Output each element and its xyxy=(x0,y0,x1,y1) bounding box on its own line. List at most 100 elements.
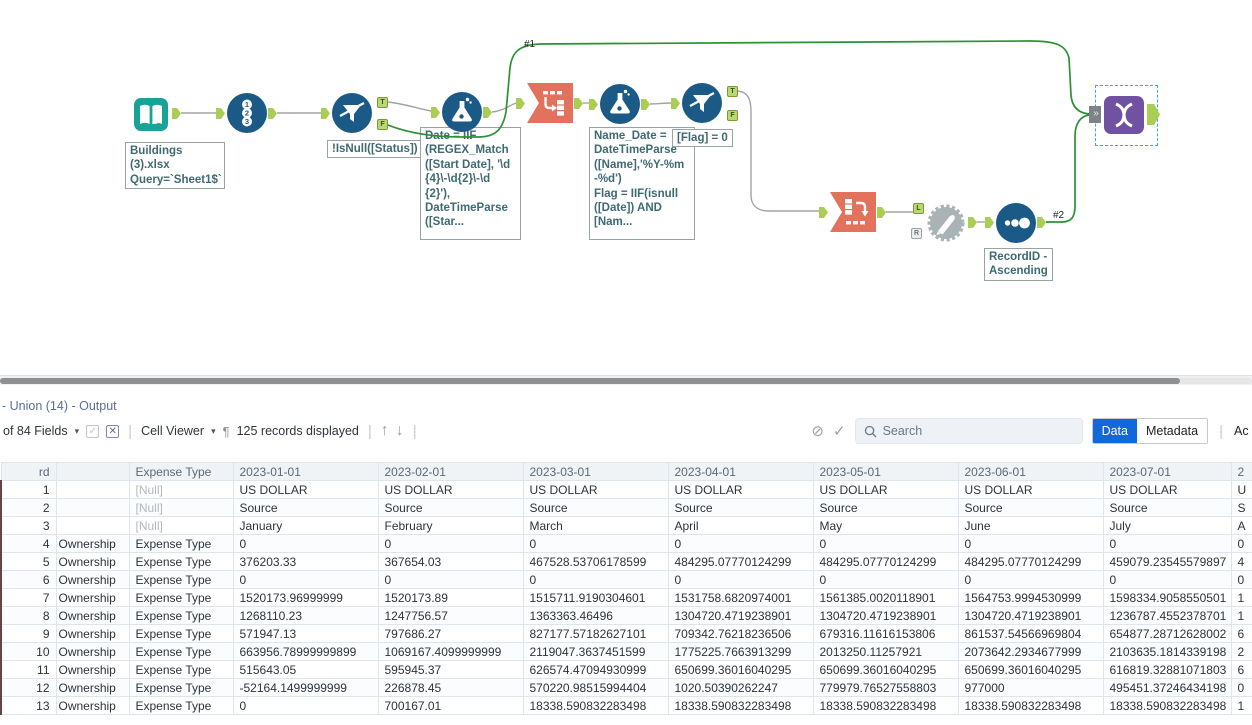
table-cell: Source xyxy=(667,498,814,517)
table-cell: 1 xyxy=(1230,588,1252,607)
tool-filter-flag[interactable] xyxy=(682,83,722,123)
true-output-anchor[interactable]: T xyxy=(727,86,738,97)
table-cell: Ownership xyxy=(55,606,130,625)
table-cell: 5 xyxy=(0,552,57,571)
table-cell: US DOLLAR xyxy=(667,480,814,499)
fields-dropdown-caret[interactable]: ▾ xyxy=(74,425,80,436)
output-anchor[interactable] xyxy=(172,108,181,119)
left-input-anchor[interactable]: L xyxy=(913,203,924,214)
annotation-formula1[interactable]: Date = IIF (REGEX_Match ([Start Date], '… xyxy=(420,127,521,240)
output-anchor[interactable] xyxy=(1037,217,1046,228)
column-header[interactable]: Expense Type xyxy=(128,462,234,481)
input-anchor[interactable] xyxy=(985,217,994,228)
table-cell: February xyxy=(377,516,524,535)
input-anchor[interactable] xyxy=(589,99,598,110)
tool-formula-date[interactable] xyxy=(442,92,482,132)
table-cell: 1304720.4719238901 xyxy=(667,606,814,625)
column-header[interactable]: rd xyxy=(0,462,57,481)
tool-sort[interactable] xyxy=(996,203,1036,243)
table-cell: US DOLLAR xyxy=(812,480,959,499)
column-header[interactable]: 2023-02-01 xyxy=(377,462,524,481)
column-header[interactable] xyxy=(55,462,130,481)
table-cell: Expense Type xyxy=(128,534,234,553)
output-anchor[interactable] xyxy=(268,108,277,119)
tool-formula-namedate[interactable] xyxy=(600,84,640,124)
table-cell: US DOLLAR xyxy=(232,480,379,499)
input-anchor[interactable] xyxy=(819,207,828,218)
tool-filter-status[interactable] xyxy=(332,93,372,133)
toolbar-separator: | xyxy=(128,422,133,440)
column-header[interactable]: 2023-05-01 xyxy=(812,462,959,481)
workflow-canvas[interactable]: Buildings (3).xlsx Query=`Sheet1$` !IsNu… xyxy=(0,0,1252,375)
annotation-sort[interactable]: RecordID - Ascending xyxy=(984,248,1053,281)
tool-recordid[interactable]: 1 2 3 xyxy=(227,93,267,133)
formula-icon xyxy=(452,97,472,122)
whitespace-toggle-icon[interactable]: ¶ xyxy=(222,423,230,439)
table-cell: 977000 xyxy=(957,678,1104,697)
table-cell: March xyxy=(522,516,669,535)
output-anchor[interactable] xyxy=(574,98,583,109)
wire-1-filter1F-union[interactable] xyxy=(387,40,1090,138)
union-multi-input-anchor[interactable]: » xyxy=(1089,106,1101,123)
column-header[interactable]: 2023-06-01 xyxy=(957,462,1104,481)
tool-macro[interactable] xyxy=(924,201,968,250)
column-header[interactable]: 2023-03-01 xyxy=(522,462,669,481)
column-header[interactable]: 2023-01-01 xyxy=(232,462,379,481)
table-cell: 595945.37 xyxy=(377,660,524,679)
column-header[interactable]: 2 xyxy=(1230,462,1252,481)
output-anchor[interactable] xyxy=(877,207,886,218)
output-anchor[interactable] xyxy=(968,217,977,228)
wire-filter1T-formula1[interactable] xyxy=(387,101,432,112)
connection-wires xyxy=(181,40,1090,223)
output-anchor[interactable] xyxy=(1147,104,1160,125)
up-arrow-icon[interactable]: ↑ xyxy=(380,422,389,439)
cell-viewer-caret[interactable]: ▾ xyxy=(211,425,216,436)
table-cell: Expense Type xyxy=(128,678,234,697)
wire-filter2T-crosstab[interactable] xyxy=(737,90,819,212)
annotation-filter2[interactable]: [Flag] = 0 xyxy=(672,129,733,148)
wire-formula1-transpose[interactable] xyxy=(491,102,517,113)
false-output-anchor[interactable]: F xyxy=(727,110,738,121)
input-anchor[interactable] xyxy=(671,98,680,109)
table-cell: 2073642.2934677999 xyxy=(957,642,1104,661)
right-input-anchor[interactable]: R xyxy=(911,228,922,239)
deselect-fields-icon[interactable]: ✕ xyxy=(106,424,120,438)
column-header[interactable]: 2023-04-01 xyxy=(667,462,814,481)
output-anchor[interactable] xyxy=(641,99,650,110)
search-box[interactable] xyxy=(854,418,1083,444)
annotation-filter1[interactable]: !IsNull([Status]) xyxy=(327,140,423,159)
table-cell: S xyxy=(1230,498,1252,517)
search-input[interactable] xyxy=(882,424,1053,438)
select-all-fields-icon[interactable]: ✓ xyxy=(86,424,100,438)
down-arrow-icon[interactable]: ↓ xyxy=(395,422,404,439)
apply-icon[interactable]: ✓ xyxy=(832,423,846,440)
pane-splitter[interactable] xyxy=(0,375,1252,385)
input-anchor[interactable] xyxy=(216,108,225,119)
tool-input-data[interactable] xyxy=(131,94,171,139)
input-anchor[interactable] xyxy=(431,107,440,118)
output-anchor[interactable] xyxy=(483,107,492,118)
false-output-anchor[interactable]: F xyxy=(377,119,388,130)
actions-label-partial[interactable]: Ac xyxy=(1234,424,1249,438)
column-header[interactable]: 2023-07-01 xyxy=(1102,462,1232,481)
table-cell: 226878.45 xyxy=(377,678,524,697)
true-output-anchor[interactable]: T xyxy=(377,97,388,108)
wire-formula2-filter2[interactable] xyxy=(649,102,672,105)
canvas-hscrollbar-thumb[interactable] xyxy=(0,378,1180,384)
cell-viewer-label[interactable]: Cell Viewer xyxy=(141,424,205,438)
cancel-icon[interactable]: ⊘ xyxy=(811,423,824,440)
table-cell: 484295.07770124299 xyxy=(812,552,959,571)
input-anchor[interactable] xyxy=(516,98,525,109)
input-anchor[interactable] xyxy=(321,108,330,119)
tab-metadata[interactable]: Metadata xyxy=(1136,419,1208,443)
tool-union[interactable] xyxy=(1104,96,1144,139)
annotation-input[interactable]: Buildings (3).xlsx Query=`Sheet1$` xyxy=(125,142,225,190)
wire-2-sort-union[interactable] xyxy=(1046,114,1090,223)
tab-data[interactable]: Data xyxy=(1092,419,1137,443)
table-cell: 1 xyxy=(0,480,57,499)
